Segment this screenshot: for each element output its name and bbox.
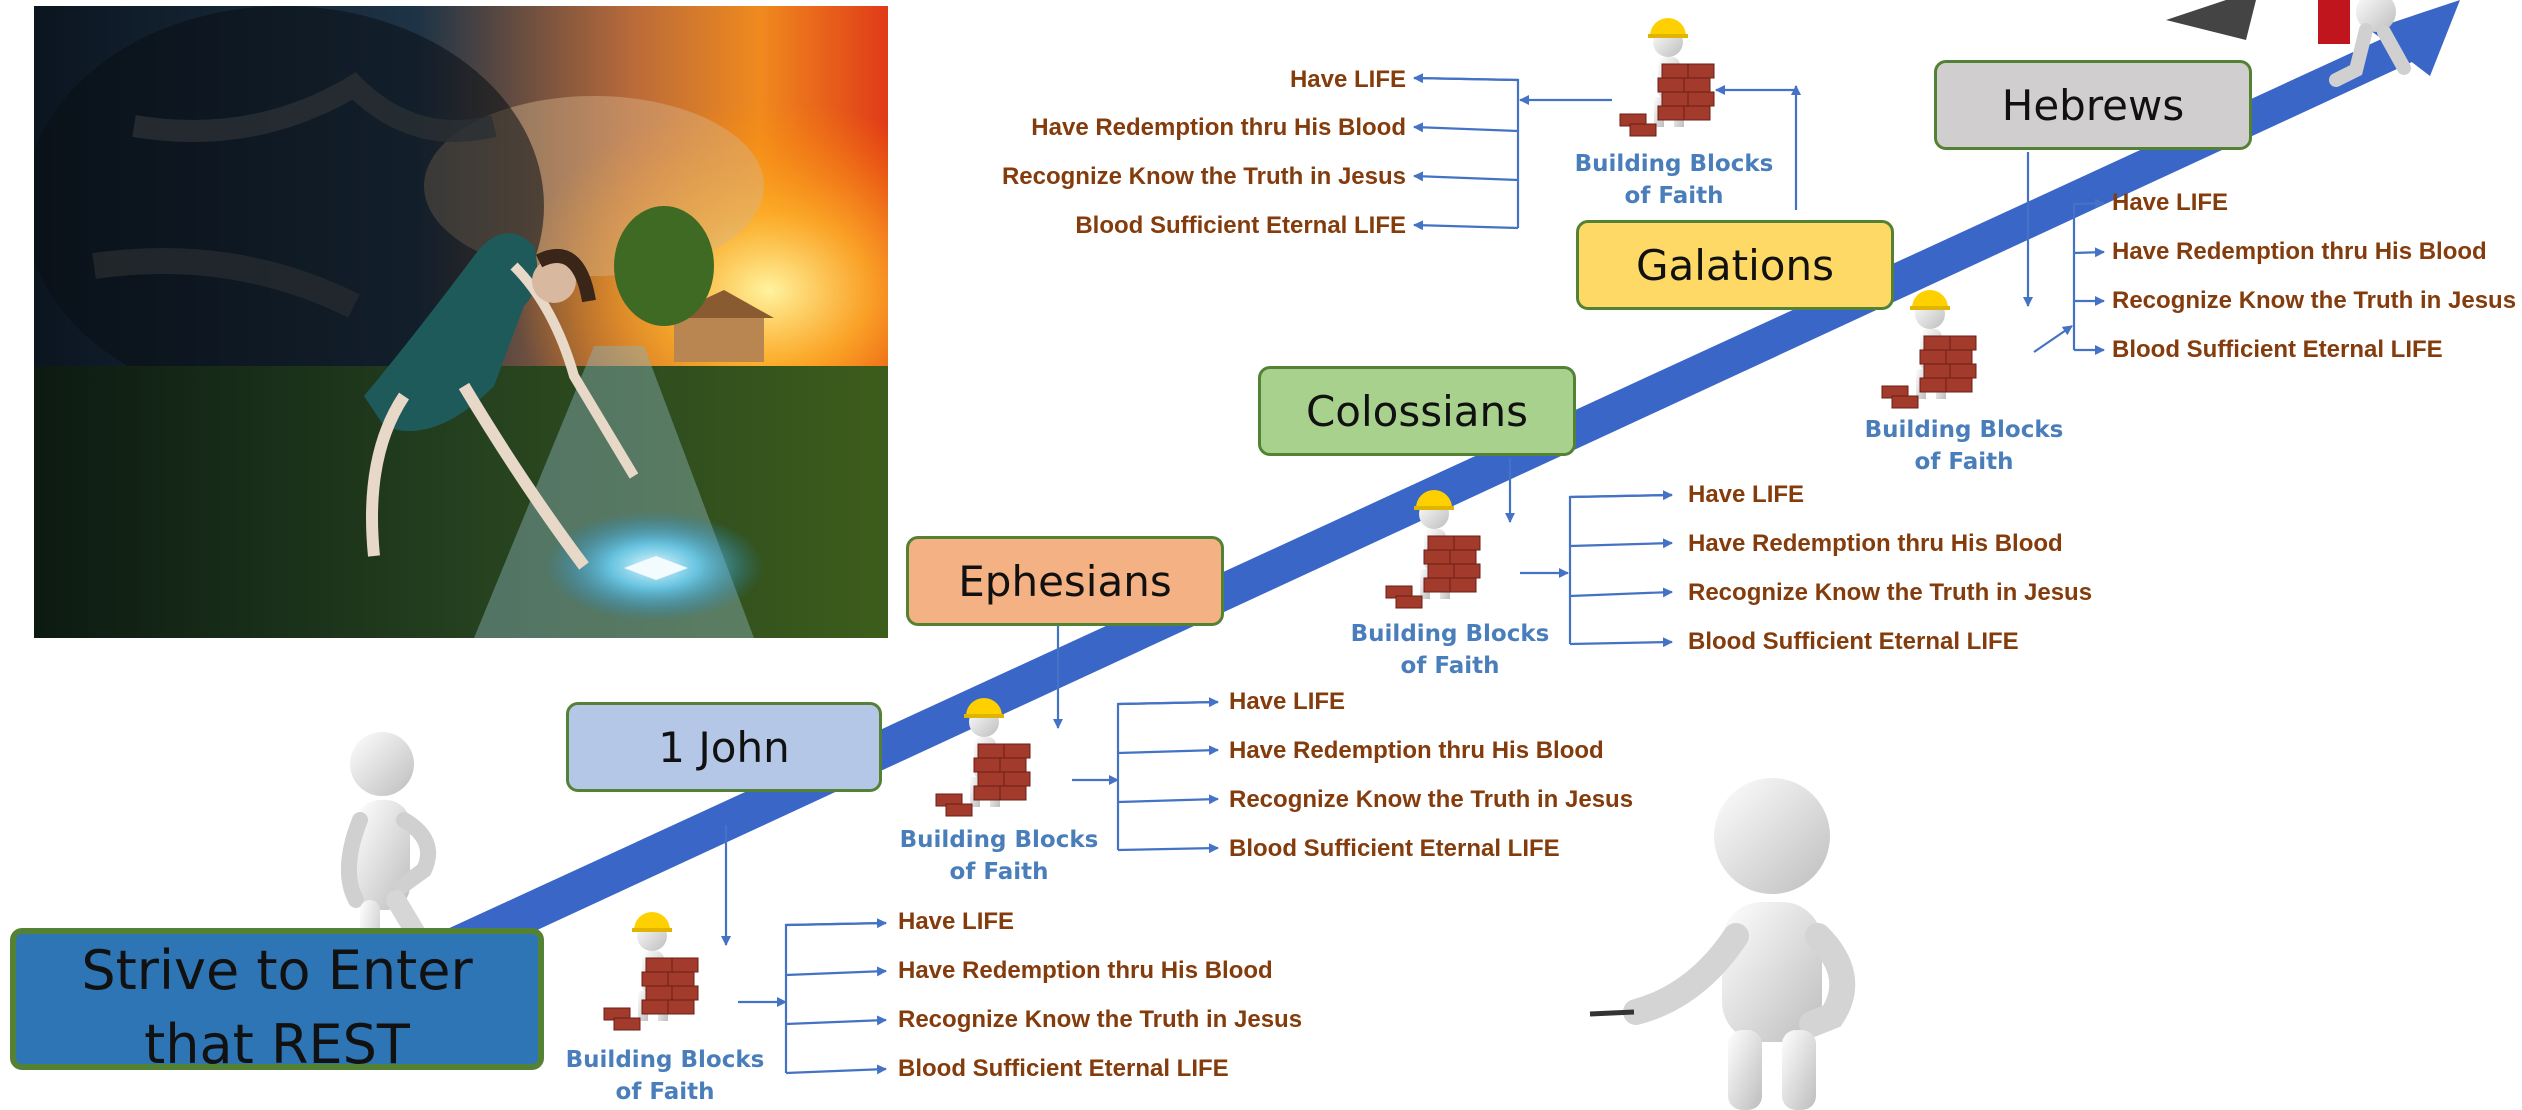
building-blocks-caption: Building Blocks of Faith (889, 824, 1109, 888)
caption-line2: of Faith (615, 1079, 715, 1105)
benefit-item: Recognize Know the Truth in Jesus (898, 1006, 1303, 1033)
stick-figure-pointing-icon (1589, 778, 1856, 1110)
benefit-item: Blood Sufficient Eternal LIFE (1688, 628, 2019, 655)
benefit-item: Blood Sufficient Eternal LIFE (1075, 212, 1406, 239)
woman-reaching-for-glowing-bible-image (34, 6, 888, 638)
caption-line2: of Faith (949, 859, 1049, 885)
caption-line2: of Faith (1400, 653, 1500, 679)
benefit-item: Have LIFE (1289, 66, 1406, 93)
caption-line1: Building Blocks (565, 1047, 765, 1073)
caption-line2: of Faith (1914, 449, 2014, 475)
building-blocks-caption: Building Blocks of Faith (1340, 618, 1560, 682)
stick-figure-at-top-icon (2166, 0, 2411, 87)
connectors-galatians (1413, 73, 1801, 231)
book-box-colossians: Colossians (1258, 366, 1576, 456)
caption-line1: Building Blocks (1574, 151, 1774, 177)
benefit-item: Recognize Know the Truth in Jesus (1688, 579, 2093, 606)
benefit-item: Blood Sufficient Eternal LIFE (898, 1055, 1229, 1082)
book-box-galatians: Galations (1576, 220, 1894, 310)
benefit-item: Have Redemption thru His Blood (2112, 238, 2487, 265)
benefit-item: Have Redemption thru His Blood (1688, 530, 2063, 557)
building-blocks-caption: Building Blocks of Faith (555, 1044, 775, 1108)
benefit-item: Blood Sufficient Eternal LIFE (2112, 336, 2443, 363)
builder-with-brick-wall-icon (603, 912, 699, 1031)
book-box-ephesians: Ephesians (906, 536, 1224, 626)
connectors-hebrews (2023, 152, 2105, 355)
benefit-item: Have LIFE (2112, 189, 2229, 216)
caption-line1: Building Blocks (1864, 417, 2064, 443)
building-blocks-caption: Building Blocks of Faith (1564, 148, 1784, 212)
rising-path-arrow (380, 0, 2460, 988)
book-box-1-john: 1 John (566, 702, 882, 792)
caption-line1: Building Blocks (1350, 621, 1550, 647)
book-box-hebrews: Hebrews (1934, 60, 2252, 150)
benefit-item: Have Redemption thru His Blood (898, 957, 1273, 984)
building-blocks-caption: Building Blocks of Faith (1854, 414, 2074, 478)
benefit-item: Recognize Know the Truth in Jesus (2112, 287, 2517, 314)
connectors-ephesians (1053, 625, 1219, 854)
start-box: Strive to Enter that REST (10, 928, 544, 1076)
caption-line1: Building Blocks (899, 827, 1099, 853)
benefit-item: Have Redemption thru His Blood (1031, 114, 1406, 141)
benefit-item: Have LIFE (1688, 481, 1805, 508)
connectors-colossians (1505, 458, 1673, 648)
benefit-item: Blood Sufficient Eternal LIFE (1229, 835, 1560, 862)
start-box-line2: that REST (144, 1013, 410, 1076)
benefit-item: Have LIFE (898, 908, 1015, 935)
start-box-line1: Strive to Enter (81, 939, 473, 1002)
benefit-item: Have LIFE (1229, 688, 1346, 715)
benefit-item: Have Redemption thru His Blood (1229, 737, 1604, 764)
connectors-1john (721, 825, 887, 1075)
benefit-item: Recognize Know the Truth in Jesus (1001, 163, 1406, 190)
caption-line2: of Faith (1624, 183, 1724, 209)
benefit-item: Recognize Know the Truth in Jesus (1229, 786, 1634, 813)
